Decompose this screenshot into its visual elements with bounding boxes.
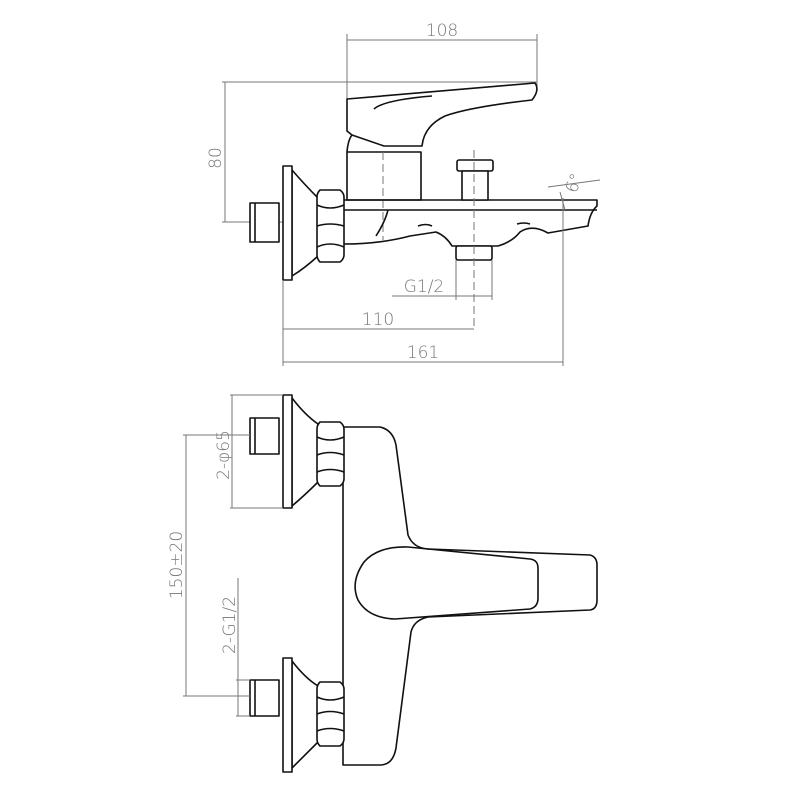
spout-contour — [375, 209, 389, 237]
dim-g12-label: G1/2 — [404, 277, 445, 297]
spout-groove-2 — [516, 222, 531, 225]
lower-flange — [282, 657, 293, 773]
front-view: 2-φ65 150±20 2-G1/2 — [167, 394, 598, 773]
eccentric-connector — [249, 165, 345, 281]
dimension-g12: G1/2 — [392, 260, 493, 300]
dim-80-label: 80 — [206, 147, 226, 169]
dim-inlet-thread-label: 2-G1/2 — [220, 596, 240, 654]
side-view: 108 80 — [206, 21, 601, 366]
dim-flange-label: 2-φ65 — [214, 430, 234, 480]
diverter-knob — [456, 159, 494, 172]
front-lever — [354, 546, 539, 620]
dim-161-label: 161 — [407, 343, 439, 363]
upper-connector — [249, 394, 345, 509]
lower-connector — [249, 657, 345, 773]
dimension-flange: 2-φ65 — [214, 394, 283, 509]
diverter-stem — [461, 170, 489, 201]
dim-center-distance-label: 150±20 — [167, 531, 187, 599]
lever-neck — [346, 134, 353, 153]
dimension-angle: 6° — [547, 171, 601, 211]
lower-hex-nut — [316, 681, 345, 747]
flange-cone — [291, 169, 319, 277]
dim-110-label: 110 — [362, 310, 394, 330]
dimension-108: 108 — [346, 21, 538, 100]
dim-angle-label: 6° — [562, 171, 587, 196]
lever-contour — [373, 95, 433, 110]
valve-body — [342, 426, 598, 766]
dim-108-label: 108 — [426, 21, 458, 41]
spout — [342, 199, 598, 247]
dimension-161: 161 — [283, 198, 564, 366]
dimension-center-distance: 150±20 — [167, 434, 250, 697]
dimension-110: 110 — [282, 280, 474, 366]
flange — [282, 165, 293, 281]
hex-nut — [316, 189, 345, 263]
spout-groove — [417, 223, 433, 227]
lever — [346, 82, 538, 147]
upper-flange — [282, 394, 293, 509]
cartridge-body — [346, 151, 422, 201]
dimension-inlet-thread: 2-G1/2 — [220, 578, 250, 717]
